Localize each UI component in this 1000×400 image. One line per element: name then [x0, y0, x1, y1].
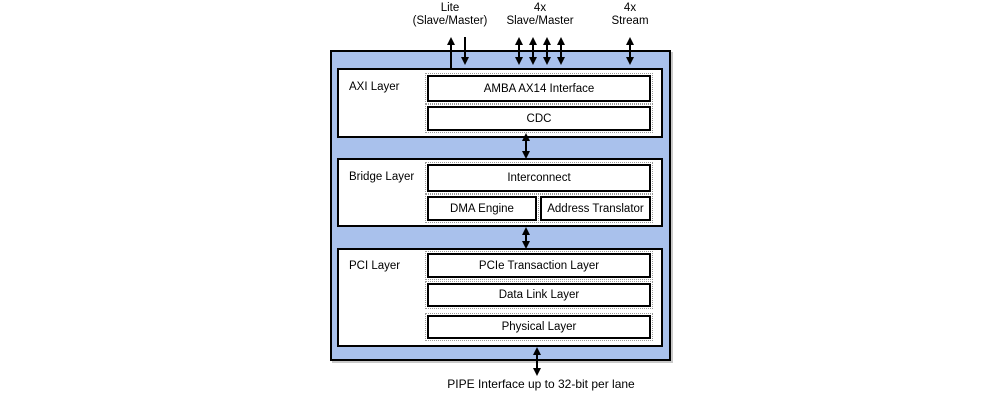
lite-down-arrow: [464, 37, 466, 57]
port-lite-line2: (Slave/Master): [412, 15, 488, 27]
port-stream-line1: 4x: [623, 2, 637, 14]
axi-layer-box: AXI Layer AMBA AX14 Interface CDC: [337, 68, 663, 138]
block-interconnect: Interconnect: [425, 162, 653, 194]
block-cdc: CDC: [425, 104, 653, 133]
bridge-layer-label: Bridge Layer: [349, 171, 415, 183]
port-label-lite: Lite (Slave/Master): [390, 2, 510, 28]
block-amba-axi4-interface: AMBA AX14 Interface: [425, 73, 653, 104]
block-dma-engine: DMA Engine: [425, 194, 539, 223]
block-pcie-transaction-layer: PCIe Transaction Layer: [425, 251, 653, 280]
block-physical-layer: Physical Layer: [425, 313, 653, 341]
pci-layer-label: PCI Layer: [349, 260, 401, 272]
slave-master-bidirectional-arrow-4: [560, 45, 562, 57]
slave-master-bidirectional-arrow-1: [518, 45, 520, 57]
lite-up-arrow: [450, 45, 452, 68]
pipe-interface-label: PIPE Interface up to 32-bit per lane: [447, 377, 635, 391]
port-lite-line1: Lite: [440, 2, 460, 14]
axi-layer-label: AXI Layer: [349, 81, 400, 93]
bridge-layer-box: Bridge Layer Interconnect DMA Engine Add…: [337, 158, 663, 227]
bridge-pci-bidirectional-arrow: [525, 235, 527, 241]
stream-bidirectional-arrow: [629, 45, 631, 57]
slave-master-bidirectional-arrow-2: [532, 45, 534, 57]
block-data-link-layer: Data Link Layer: [425, 281, 653, 309]
port-stream-line2: Stream: [611, 15, 649, 27]
pipe-bidirectional-arrow: [536, 355, 538, 368]
slave-master-bidirectional-arrow-3: [546, 45, 548, 57]
axi-bridge-bidirectional-arrow: [525, 141, 527, 151]
port-label-4x-slave-master: 4x Slave/Master: [480, 2, 600, 28]
port-slave-master-line1: 4x: [533, 2, 547, 14]
block-address-translator: Address Translator: [538, 194, 653, 223]
port-slave-master-line2: Slave/Master: [506, 15, 574, 27]
pci-layer-box: PCI Layer PCIe Transaction Layer Data Li…: [337, 248, 663, 347]
port-label-4x-stream: 4x Stream: [570, 2, 690, 28]
